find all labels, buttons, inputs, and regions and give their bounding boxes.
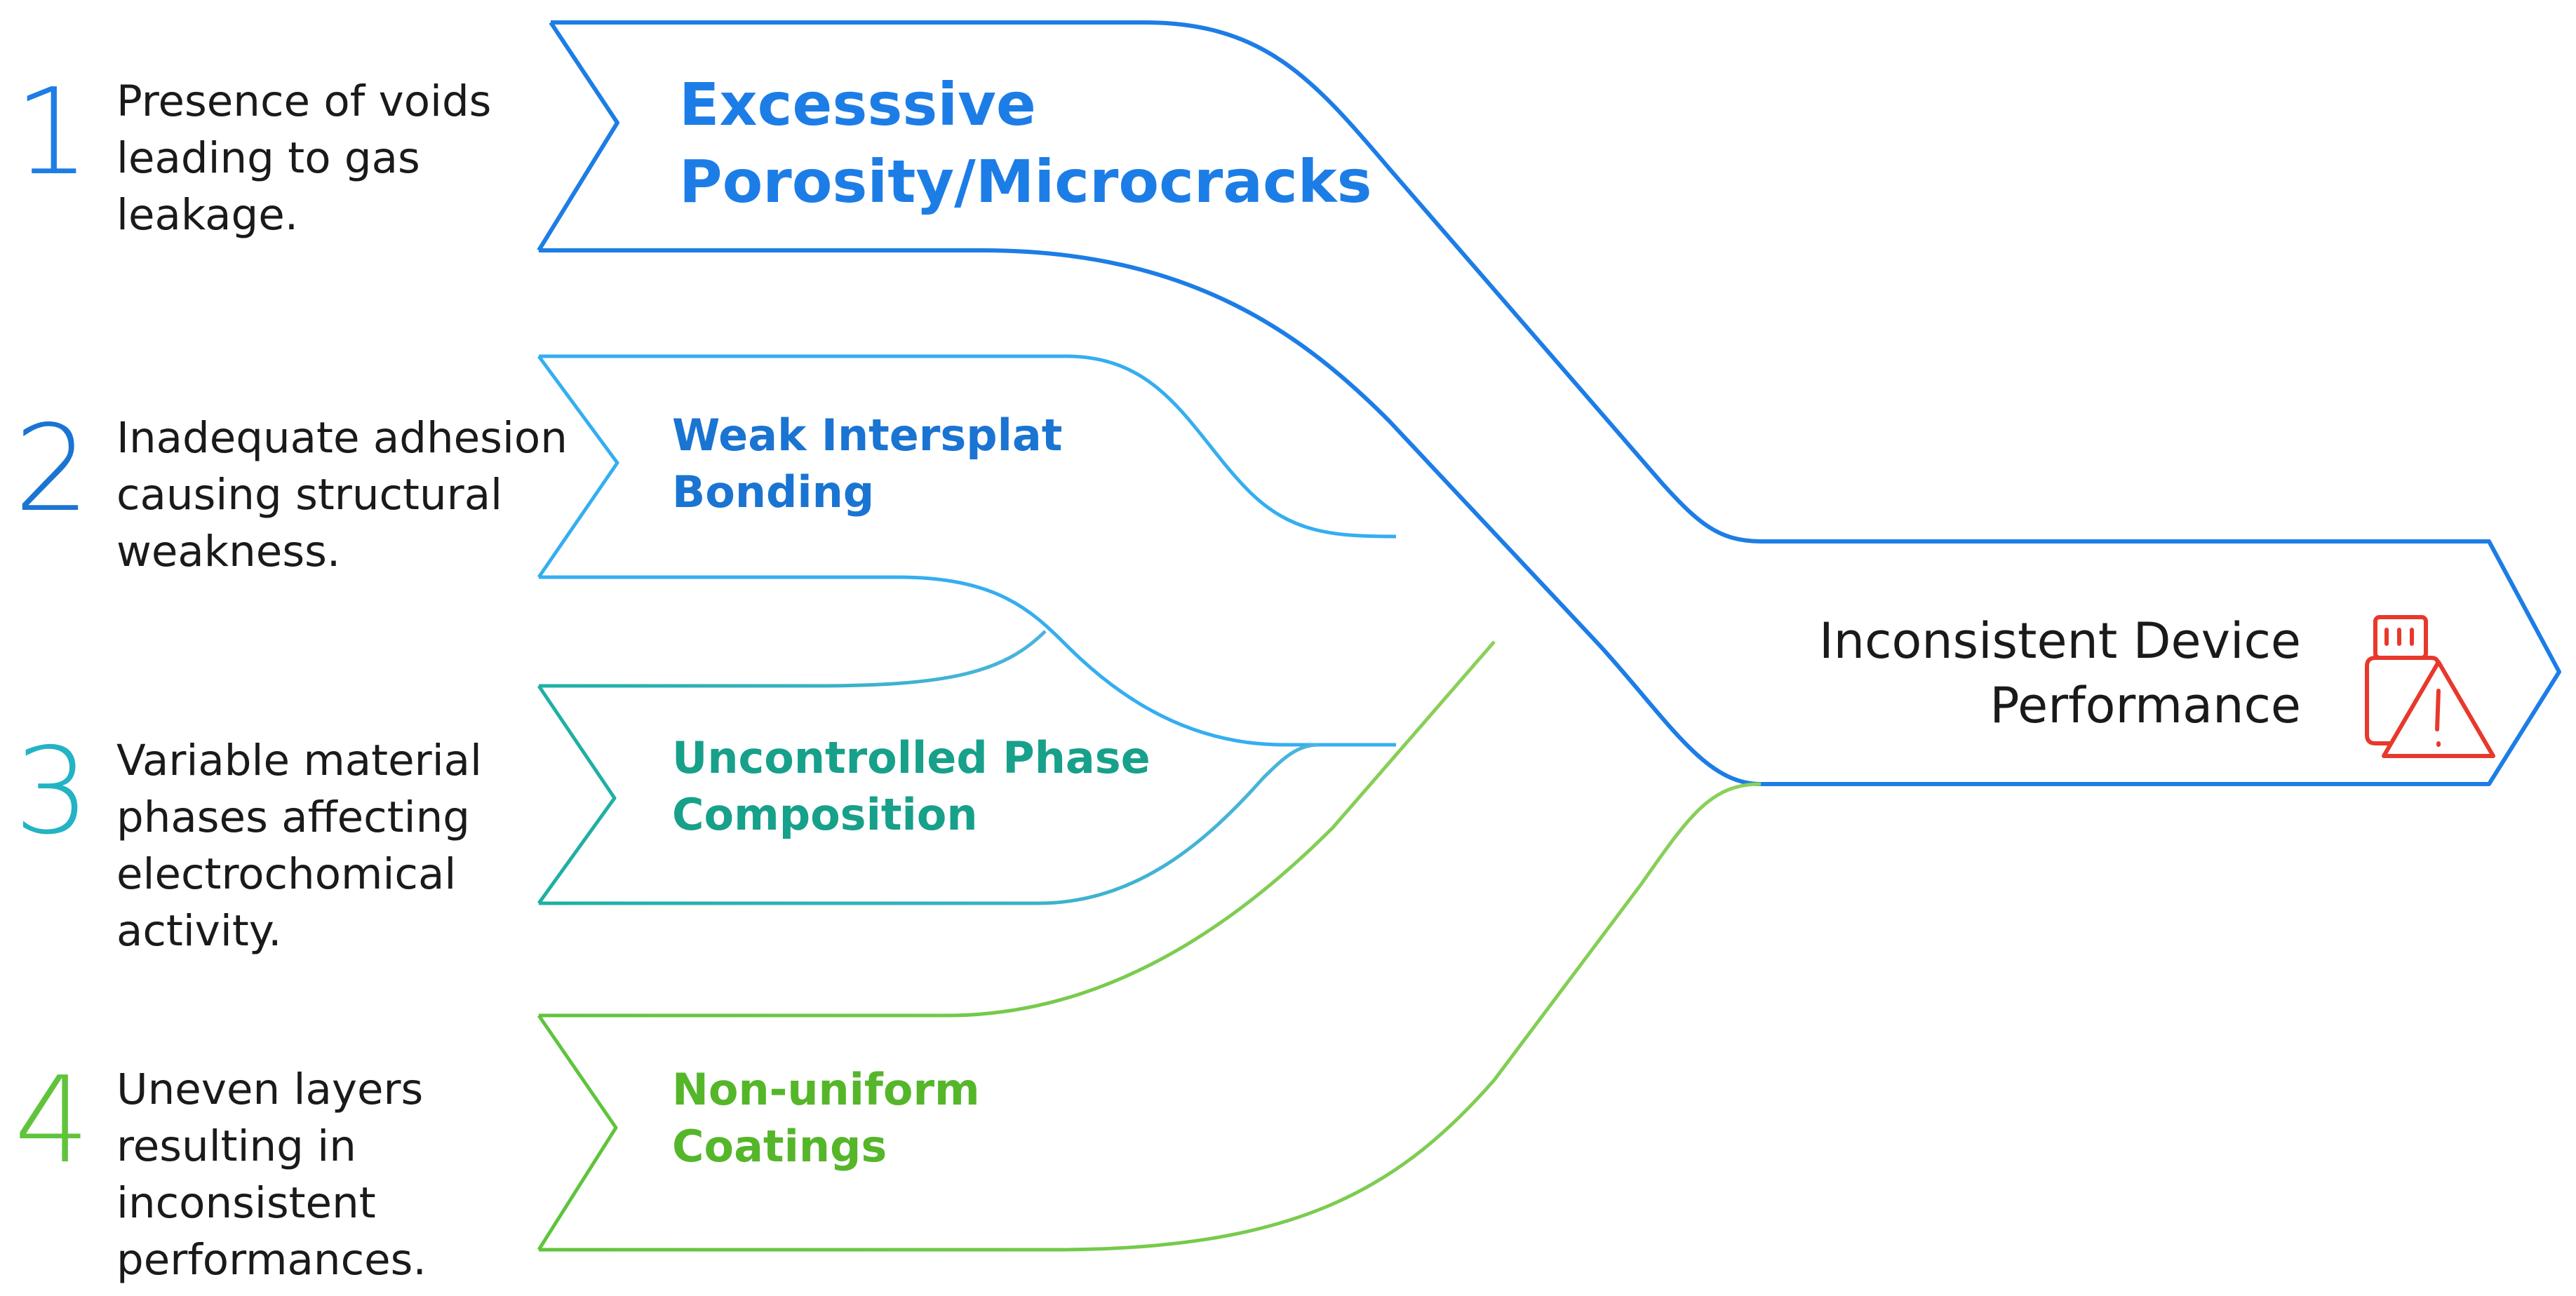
cause-3-title: Uncontrolled Phase Composition xyxy=(672,732,1151,840)
outcome-arrow xyxy=(1761,539,2561,786)
cause-1-chevron xyxy=(537,21,619,252)
cause-4-description: Uneven layers resulting in inconsistent … xyxy=(116,1065,427,1285)
cause-3-number: 3 xyxy=(14,722,90,861)
cause-1-description: Presence of voids leading to gas leakage… xyxy=(116,76,492,240)
cause-4-band-lower xyxy=(539,782,1762,1252)
cause-4-title: Non-uniform Coatings xyxy=(672,1064,980,1172)
cause-1-band-lower xyxy=(539,248,1762,786)
device-connector-pins xyxy=(2384,628,2414,646)
outcome-label: Inconsistent Device Performance xyxy=(1818,612,2301,734)
cause-2-number: 2 xyxy=(14,400,90,539)
cause-4-band xyxy=(539,640,1496,1018)
cause-3-band xyxy=(539,630,1047,688)
device-body xyxy=(2365,656,2441,745)
warning-exclamation xyxy=(2435,689,2441,747)
cause-1-title: Excesssive Porosity/Microcracks xyxy=(679,70,1372,216)
cause-2-title: Weak Intersplat Bonding xyxy=(672,410,1063,518)
cause-2-band-lower xyxy=(539,575,1396,747)
cause-3-band-lower xyxy=(539,743,1320,905)
cause-4-chevron xyxy=(537,1014,618,1251)
device-warning-icon xyxy=(2365,615,2495,758)
cause-2-band xyxy=(539,354,1397,539)
cause-3-description: Variable material phases affecting elect… xyxy=(116,736,482,956)
cause-2-description: Inadequate adhesion causing structural w… xyxy=(116,413,568,576)
cause-4-number: 4 xyxy=(14,1051,90,1190)
cause-1-band xyxy=(551,20,1762,544)
cause-2-chevron xyxy=(537,355,619,579)
cause-3-chevron xyxy=(537,684,617,905)
cause-1-number: 1 xyxy=(14,63,90,202)
